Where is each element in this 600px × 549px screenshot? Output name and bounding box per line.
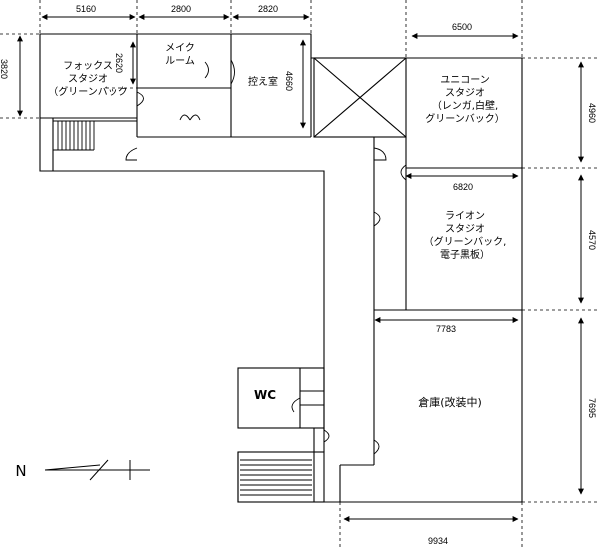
room-wc: WC <box>253 388 277 402</box>
north-arrow <box>44 459 150 481</box>
room-waiting: 控え室 <box>248 77 278 88</box>
room-storage: 倉庫(改装中) <box>418 396 482 409</box>
room-lion-line3: （グリーンバック, <box>423 237 507 248</box>
room-lion-line1: ライオン <box>445 211 485 222</box>
room-lion-line4: 電子黒板） <box>440 250 490 261</box>
dim-2820: 2820 <box>258 4 279 14</box>
stairs-lower <box>240 459 312 496</box>
room-unicorn-line3: （レンガ,白壁, <box>431 101 499 112</box>
dim-3820: 3820 <box>0 58 10 80</box>
dim-7783: 7783 <box>436 324 457 334</box>
room-unicorn-line1: ユニコーン <box>440 75 490 86</box>
room-fox-line1: フォックス <box>63 61 113 72</box>
dim-6820: 6820 <box>453 182 474 192</box>
room-fox-studio: フォックス スタジオ （グリーンバック <box>40 60 136 99</box>
dim-4960: 4960 <box>587 102 598 124</box>
dim-4570: 4570 <box>587 229 598 251</box>
room-lion-line2: スタジオ <box>445 224 485 235</box>
walls <box>39 33 523 503</box>
room-makeup: メイク ルーム <box>140 42 220 68</box>
dim-2800: 2800 <box>171 4 192 14</box>
stairs-top-left <box>53 120 137 151</box>
room-unicorn-studio: ユニコーン スタジオ （レンガ,白壁, グリーンバック） <box>410 74 520 126</box>
room-lion-studio: ライオン スタジオ （グリーンバック, 電子黒板） <box>410 210 520 262</box>
room-makeup-line1: メイク <box>165 43 195 54</box>
dim-6500: 6500 <box>452 22 473 32</box>
room-unicorn-line4: グリーンバック） <box>425 114 505 125</box>
dim-7695: 7695 <box>587 397 598 419</box>
room-makeup-line2: ルーム <box>165 56 195 67</box>
room-unicorn-line2: スタジオ <box>445 88 485 99</box>
dim-9934: 9934 <box>428 536 449 546</box>
dim-5160: 5160 <box>76 4 97 14</box>
dimension-arrows <box>17 14 584 522</box>
compass-north-label: N <box>15 462 27 480</box>
door-swings <box>125 59 407 455</box>
room-fox-line3: （グリーンバック <box>48 87 128 98</box>
room-fox-line2: スタジオ <box>68 74 108 85</box>
